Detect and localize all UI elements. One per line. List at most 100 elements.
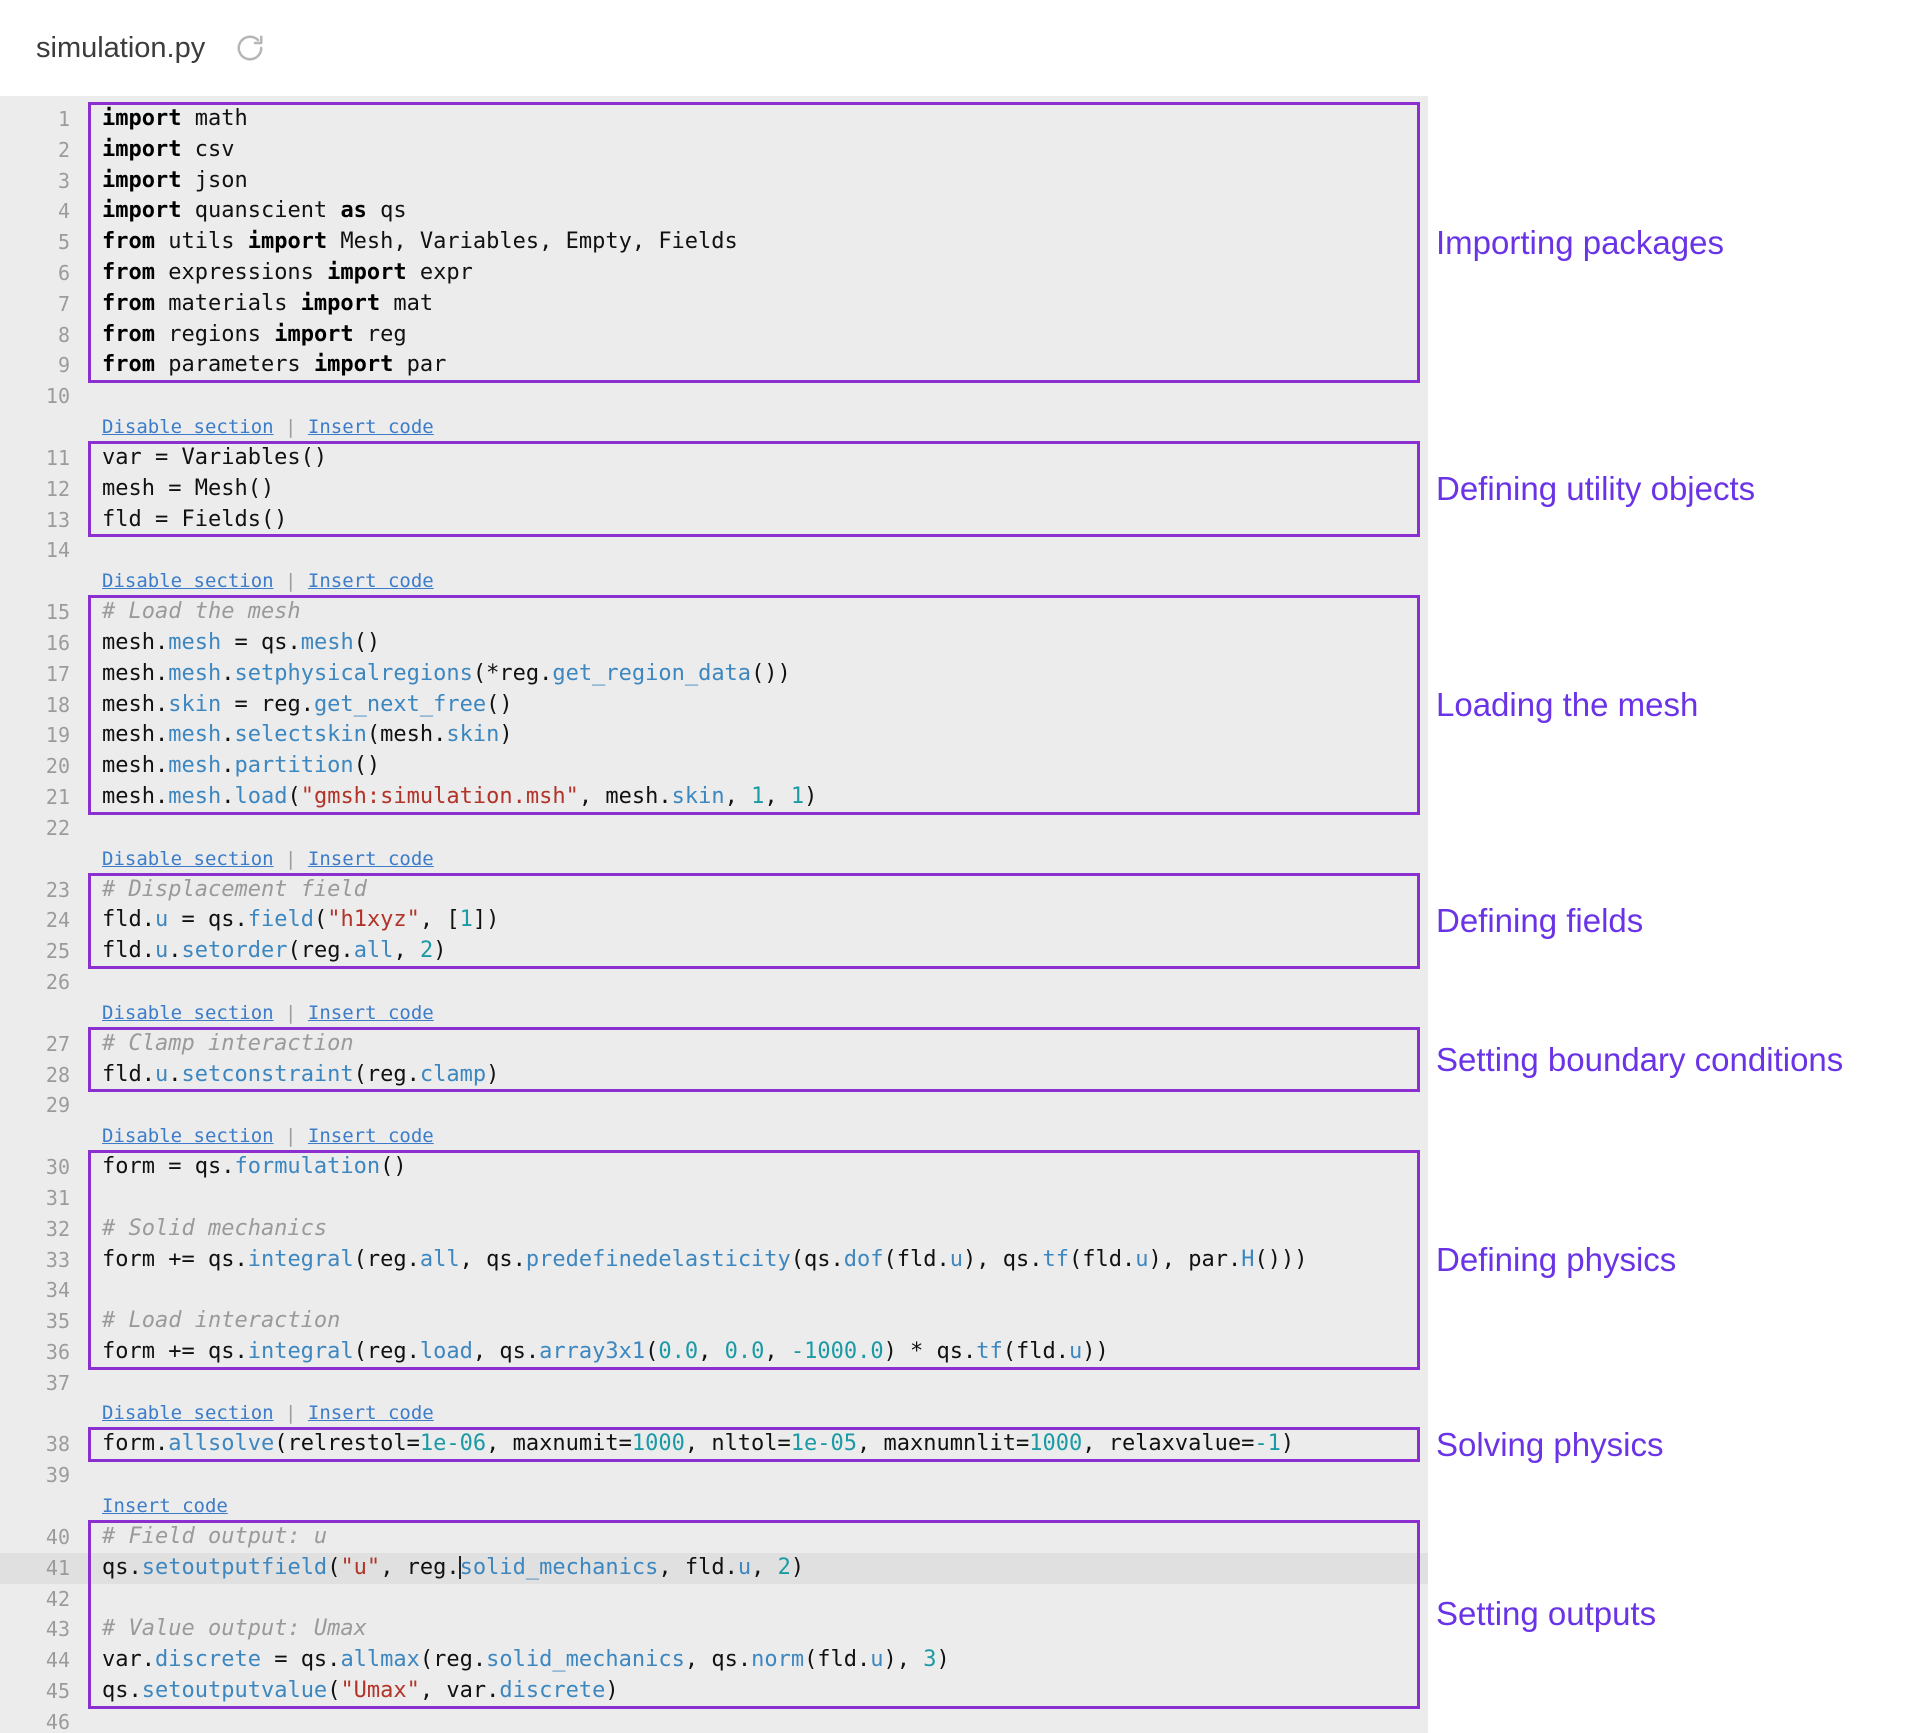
code-text[interactable]: mesh.mesh.selectskin(mesh.skin) [88, 720, 1428, 751]
code-text[interactable]: # Clamp interaction [88, 1029, 1428, 1060]
code-text[interactable]: import math [88, 104, 1428, 135]
code-text[interactable] [88, 1460, 1428, 1491]
code-text[interactable]: form.allsolve(relrestol=1e-06, maxnumit=… [88, 1429, 1428, 1460]
code-text[interactable] [88, 1183, 1428, 1214]
code-text[interactable]: fld.u.setconstraint(reg.clamp) [88, 1060, 1428, 1091]
insert-code-link[interactable]: Insert code [307, 1402, 434, 1425]
code-line[interactable]: 46 [0, 1707, 1428, 1733]
code-text[interactable]: fld = Fields() [88, 505, 1428, 536]
code-text[interactable]: fld.u.setorder(reg.all, 2) [88, 936, 1428, 967]
code-text[interactable]: # Solid mechanics [88, 1214, 1428, 1245]
code-text[interactable]: fld.u = qs.field("h1xyz", [1]) [88, 905, 1428, 936]
code-text[interactable]: from utils import Mesh, Variables, Empty… [88, 227, 1428, 258]
code-line[interactable]: 43# Value output: Umax [0, 1614, 1428, 1645]
code-text[interactable]: mesh.mesh.partition() [88, 751, 1428, 782]
code-text[interactable]: # Load interaction [88, 1306, 1428, 1337]
code-text[interactable]: import quanscient as qs [88, 196, 1428, 227]
insert-code-link[interactable]: Insert code [102, 1495, 228, 1518]
code-line[interactable]: 15# Load the mesh [0, 597, 1428, 628]
code-text[interactable]: from parameters import par [88, 350, 1428, 381]
code-text[interactable]: qs.setoutputfield("u", reg.solid_mechani… [88, 1553, 1428, 1584]
code-line[interactable]: 10 [0, 381, 1428, 412]
code-line[interactable]: 26 [0, 967, 1428, 998]
code-text[interactable]: # Displacement field [88, 875, 1428, 906]
code-text[interactable]: # Value output: Umax [88, 1614, 1428, 1645]
code-text[interactable]: var.discrete = qs.allmax(reg.solid_mecha… [88, 1645, 1428, 1676]
code-text[interactable] [88, 1275, 1428, 1306]
disable-section-link[interactable]: Disable section [102, 847, 274, 870]
code-text[interactable]: mesh.mesh = qs.mesh() [88, 628, 1428, 659]
code-line[interactable]: 31 [0, 1183, 1428, 1214]
insert-code-link[interactable]: Insert code [307, 570, 434, 593]
code-text[interactable]: from materials import mat [88, 289, 1428, 320]
code-line[interactable]: 29 [0, 1090, 1428, 1121]
disable-section-link[interactable]: Disable section [102, 1001, 274, 1024]
code-line[interactable]: 23# Displacement field [0, 875, 1428, 906]
code-line[interactable]: 39 [0, 1460, 1428, 1491]
code-line[interactable]: 22 [0, 813, 1428, 844]
code-text[interactable]: # Load the mesh [88, 597, 1428, 628]
disable-section-link[interactable]: Disable section [102, 570, 274, 593]
code-text[interactable] [88, 967, 1428, 998]
refresh-icon[interactable] [235, 33, 265, 63]
code-line[interactable]: 27# Clamp interaction [0, 1029, 1428, 1060]
insert-code-link[interactable]: Insert code [307, 847, 434, 870]
code-text[interactable]: import csv [88, 135, 1428, 166]
disable-section-link[interactable]: Disable section [102, 415, 274, 438]
disable-section-link[interactable]: Disable section [102, 1125, 274, 1148]
code-text[interactable] [88, 535, 1428, 566]
code-text[interactable]: # Field output: u [88, 1522, 1428, 1553]
code-line[interactable]: 42 [0, 1584, 1428, 1615]
code-text[interactable]: var = Variables() [88, 443, 1428, 474]
disable-section-link[interactable]: Disable section [102, 1402, 274, 1425]
code-line[interactable]: 37 [0, 1368, 1428, 1399]
code-text[interactable] [88, 1707, 1428, 1733]
code-text[interactable]: from regions import reg [88, 320, 1428, 351]
code-line[interactable]: 34 [0, 1275, 1428, 1306]
insert-code-link[interactable]: Insert code [307, 1125, 434, 1148]
code-text[interactable]: qs.setoutputvalue("Umax", var.discrete) [88, 1676, 1428, 1707]
code-text[interactable]: form += qs.integral(reg.all, qs.predefin… [88, 1245, 1428, 1276]
code-text[interactable]: from expressions import expr [88, 258, 1428, 289]
code-line[interactable]: 14 [0, 535, 1428, 566]
code-text[interactable]: mesh.mesh.load("gmsh:simulation.msh", me… [88, 782, 1428, 813]
code-text[interactable]: import json [88, 166, 1428, 197]
insert-code-link[interactable]: Insert code [307, 415, 434, 438]
insert-code-link[interactable]: Insert code [307, 1001, 434, 1024]
code-text[interactable] [88, 381, 1428, 412]
code-text[interactable]: mesh.mesh.setphysicalregions(*reg.get_re… [88, 659, 1428, 690]
code-line[interactable]: 32# Solid mechanics [0, 1214, 1428, 1245]
code-text[interactable]: mesh.skin = reg.get_next_free() [88, 690, 1428, 721]
code-text[interactable]: mesh = Mesh() [88, 474, 1428, 505]
code-line[interactable]: 35# Load interaction [0, 1306, 1428, 1337]
code-text[interactable]: form += qs.integral(reg.load, qs.array3x… [88, 1337, 1428, 1368]
code-text[interactable] [88, 1090, 1428, 1121]
